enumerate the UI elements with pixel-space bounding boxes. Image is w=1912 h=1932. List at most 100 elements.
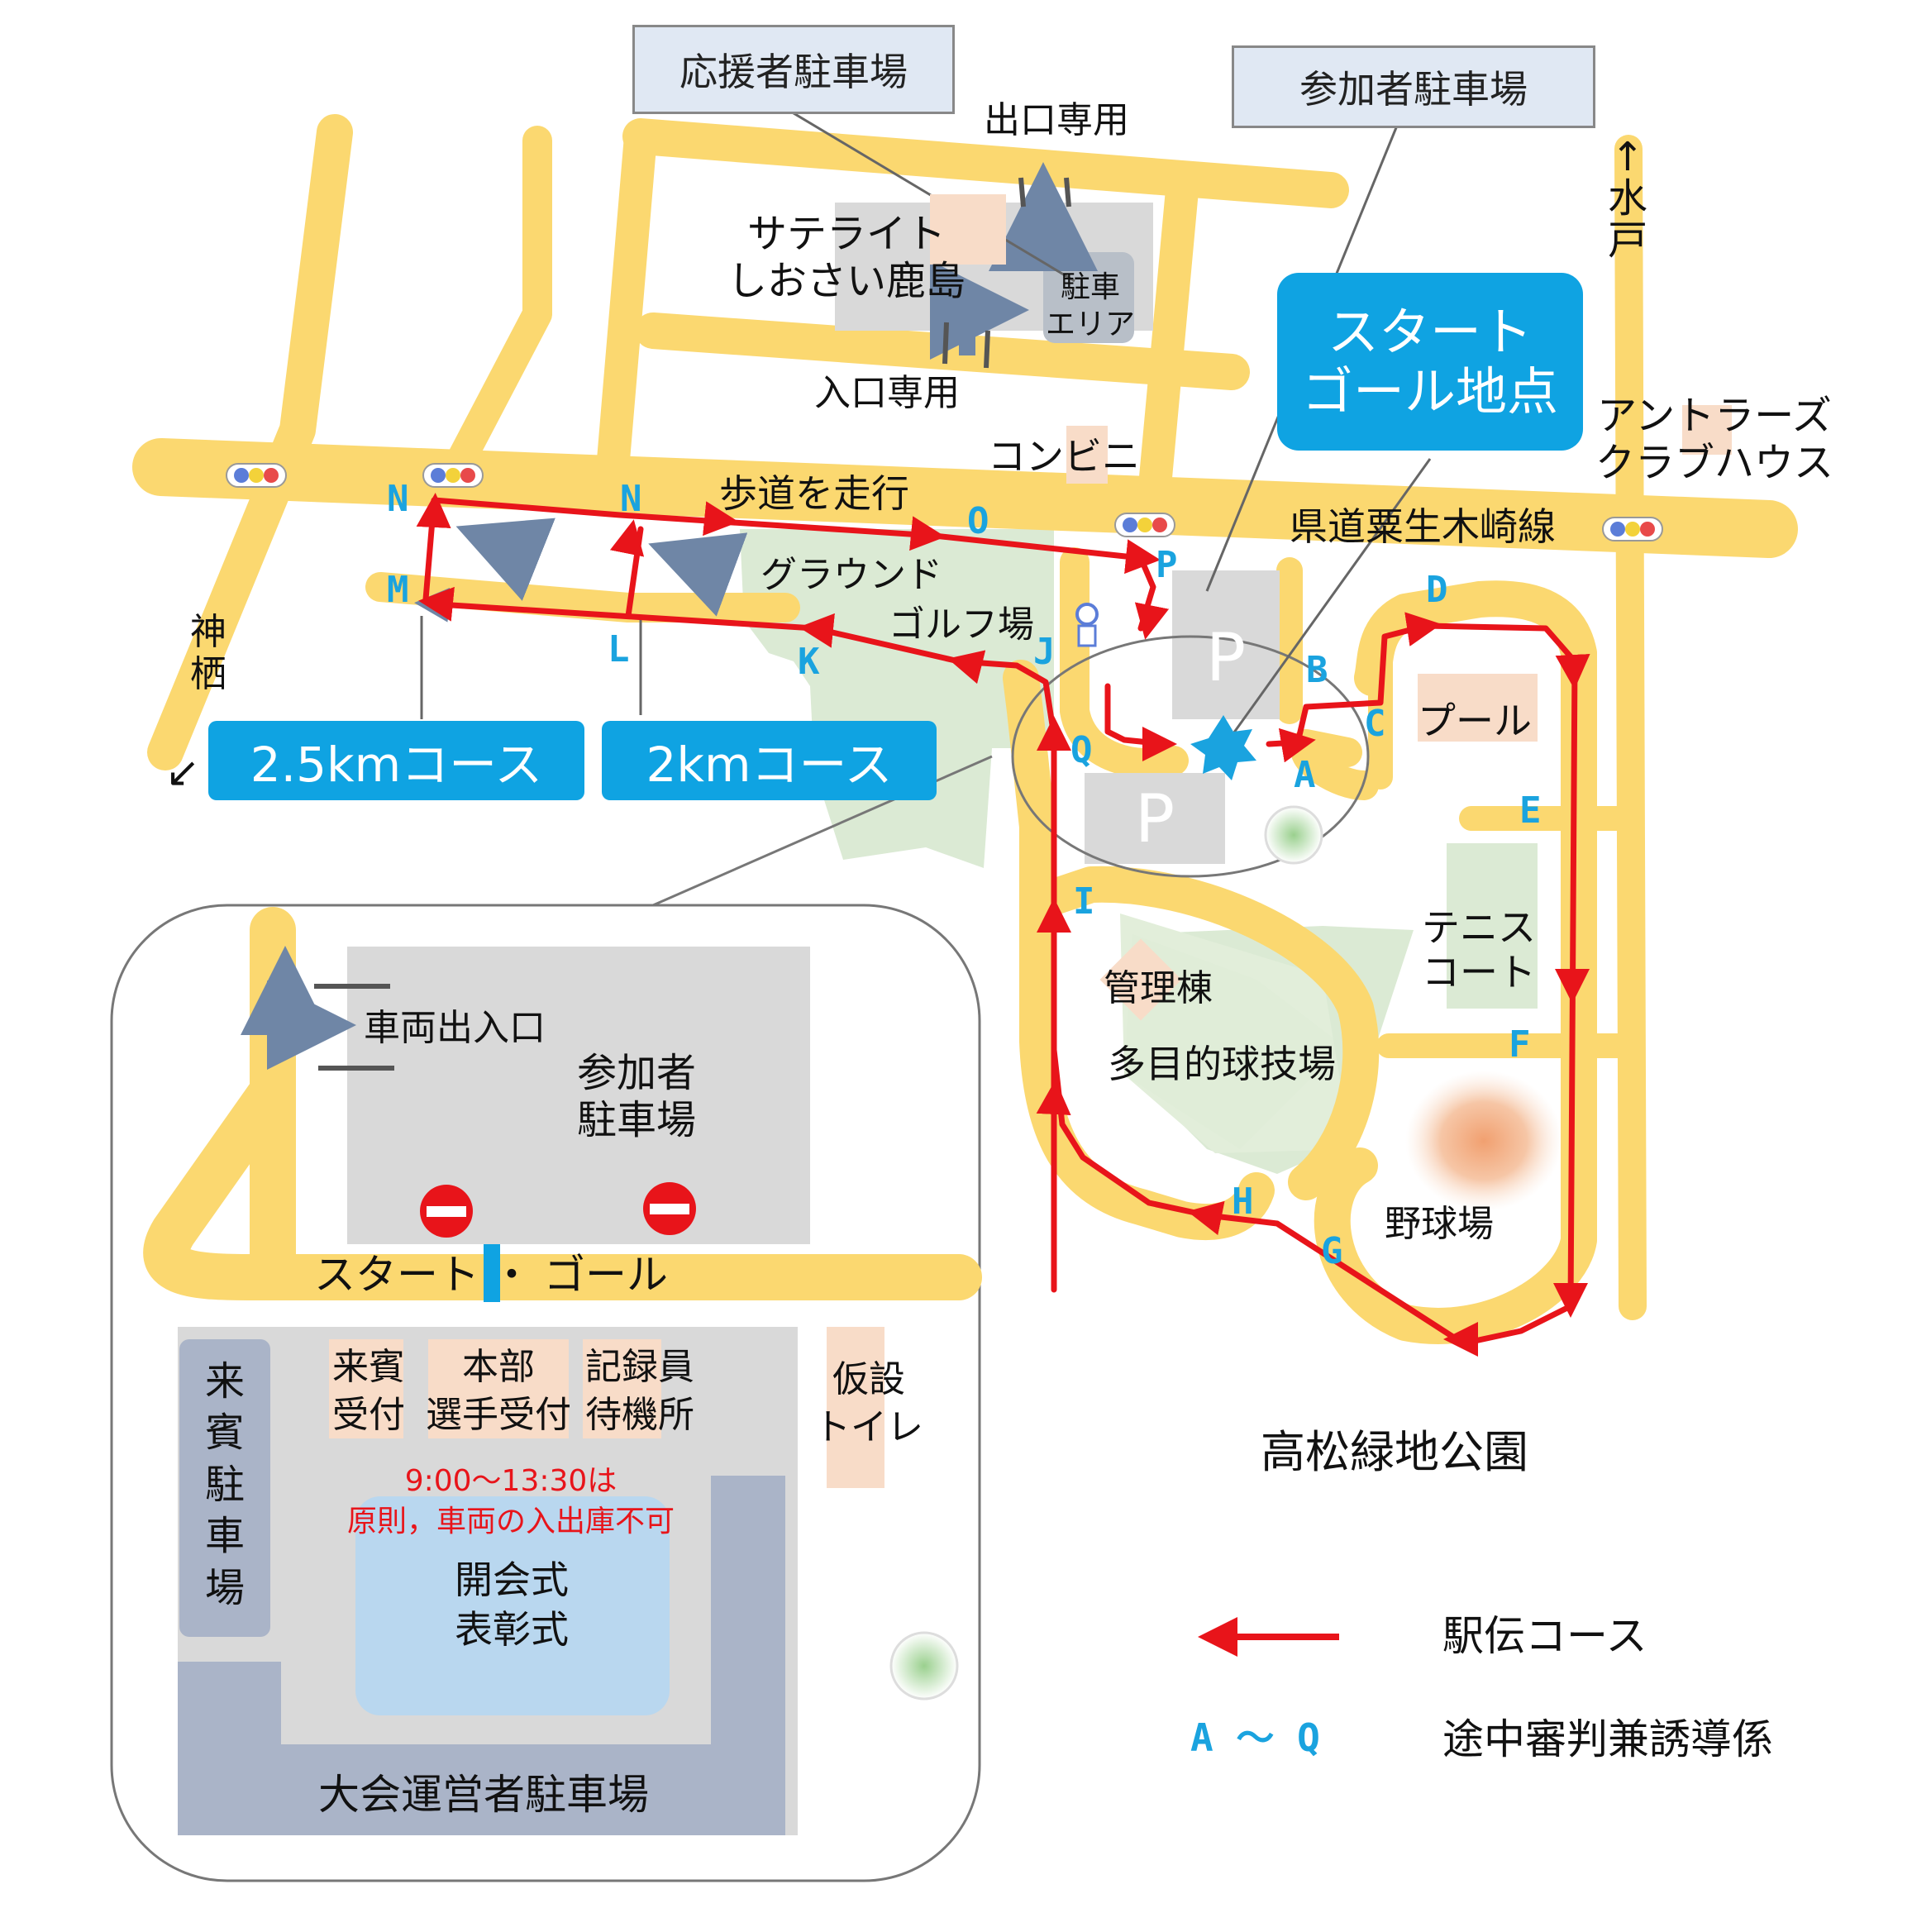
admin-label: 管理棟	[1104, 967, 1213, 1009]
baseball-mound	[1405, 1071, 1562, 1211]
checkpoint-l: L	[608, 628, 630, 670]
supporter-parking-box: 応援者駐車場	[632, 25, 955, 114]
inset-start-text: スタート	[314, 1251, 479, 1299]
course-25-button[interactable]: 2.5kmコース	[208, 721, 584, 800]
checkpoint-m: M	[387, 569, 409, 611]
hq-label: 本部 選手受付	[426, 1343, 571, 1439]
guest-parking-char-3: 駐	[205, 1461, 246, 1508]
legend-course-label: 駅伝コース	[1442, 1612, 1647, 1660]
checkpoint-b: B	[1306, 649, 1328, 691]
kamisu-arrow-icon: ↙	[165, 748, 200, 796]
inset-dot-text: ・	[491, 1251, 532, 1299]
satellite-line-1: サテライト	[747, 211, 946, 257]
turn-arrow-icons	[455, 518, 748, 617]
inset-participant-line-2: 駐車場	[577, 1096, 697, 1143]
checkpoint-a: A	[1294, 754, 1316, 796]
legend-marshal-label: 途中審判兼誘導係	[1442, 1715, 1773, 1763]
guest-reception-line-2: 受付	[332, 1394, 405, 1437]
golf-label: ゴルフ場	[889, 603, 1034, 646]
antlers-line-2: クラブハウス	[1595, 439, 1834, 486]
kamisu-char-1: 神	[190, 611, 226, 653]
access-arrows	[930, 162, 1098, 369]
goal-label: ゴール地点	[1301, 360, 1558, 422]
multipurpose-label: 多目的球技場	[1108, 1042, 1336, 1086]
guest-parking-char-4: 車	[205, 1513, 246, 1560]
vehicle-gate-label: 車両出入口	[364, 1007, 546, 1049]
checkpoint-c: C	[1364, 703, 1386, 745]
notice-label: 9:00〜13:30は 原則，車両の入出庫不可	[347, 1462, 675, 1542]
ceremony-line-2: 表彰式	[455, 1606, 569, 1652]
guest-parking-label: 来 賓 駐 車 場	[205, 1356, 245, 1614]
staff-parking-label: 大会運営者駐車場	[318, 1771, 649, 1819]
guest-parking-char-1: 来	[205, 1358, 246, 1405]
konbini-tile	[1066, 426, 1108, 484]
pool-label: プール	[1418, 699, 1532, 743]
baseball-label: 野球場	[1385, 1203, 1494, 1245]
satellite-label: サテライト しおさい鹿島	[727, 211, 966, 304]
checkpoint-e: E	[1519, 789, 1542, 832]
antlers-label: アントラーズ クラブハウス	[1595, 393, 1833, 486]
checkpoint-i: I	[1073, 880, 1095, 923]
tree-icon	[1264, 805, 1323, 865]
race-course-arrowheads	[416, 493, 1590, 1357]
toilet-line-2: トイレ	[814, 1406, 923, 1449]
checkpoint-h: H	[1232, 1181, 1254, 1223]
traffic-light-icons	[226, 463, 1663, 541]
exit-only-label: 出口専用	[984, 99, 1129, 141]
sidewalk-label: 歩道を走行	[719, 471, 909, 516]
hq-line-2: 選手受付	[426, 1394, 571, 1437]
park-title: 高松緑地公園	[1261, 1426, 1528, 1478]
checkpoint-g: G	[1321, 1230, 1343, 1272]
bus-stop-icon	[1075, 603, 1099, 647]
participant-parking-box: 参加者駐車場	[1232, 45, 1595, 128]
guest-reception-line-1: 来賓	[332, 1346, 405, 1388]
kamisu-char-2: 栖	[190, 652, 226, 695]
guest-parking-char-2: 賓	[205, 1410, 246, 1457]
tennis-label: テニス コート	[1422, 905, 1536, 995]
notice-line-2: 原則，車両の入出庫不可	[347, 1504, 675, 1538]
guest-reception-label: 来賓 受付	[332, 1343, 405, 1439]
mito-char-1: 水	[1608, 175, 1648, 222]
recorders-label: 記録員 待機所	[585, 1343, 694, 1439]
recorders-line-1: 記録員	[585, 1346, 694, 1388]
guest-parking-char-5: 場	[205, 1564, 246, 1611]
course-2-button[interactable]: 2kmコース	[602, 721, 937, 800]
checkpoint-n-east: N	[620, 478, 642, 520]
checkpoint-o: O	[967, 500, 989, 542]
mito-label: ↑ 水 戸	[1608, 134, 1648, 264]
satellite-line-2: しおさい鹿島	[727, 257, 966, 304]
inset-participant-line-1: 参加者	[577, 1050, 697, 1096]
pool-tile	[1418, 674, 1538, 742]
kamisu-label: 神 栖	[190, 611, 226, 695]
inset-start-goal-label: スタート・ゴール	[314, 1251, 668, 1300]
start-goal-star-icon	[1190, 715, 1256, 780]
start-goal-box[interactable]: スタート ゴール地点	[1277, 273, 1583, 451]
mito-char-2: 戸	[1608, 217, 1648, 264]
parking-p-north: P	[1205, 618, 1247, 696]
konbini-label: コンビニ	[988, 434, 1140, 479]
checkpoint-n-west: N	[387, 478, 409, 520]
legend-range-label: A 〜 Q	[1190, 1715, 1320, 1760]
entrance-only-label: 入口専用	[814, 372, 960, 414]
tennis-line-1: テニス	[1422, 905, 1536, 950]
inset-map	[143, 907, 982, 1835]
parking-area-line-1: 駐車	[1061, 270, 1121, 304]
inset-goal-text: ゴール	[544, 1251, 668, 1299]
checkpoint-q: Q	[1070, 729, 1093, 771]
checkpoint-p: P	[1156, 544, 1178, 586]
notice-line-1: 9:00〜13:30は	[404, 1464, 617, 1498]
tennis-line-2: コート	[1422, 950, 1536, 995]
ceremony-label: 開会式 表彰式	[455, 1556, 569, 1655]
satellite-tile	[930, 194, 1006, 265]
toilet-label: 仮設 トイレ	[814, 1356, 923, 1452]
ground-label: グラウンド	[761, 554, 942, 596]
mito-arrow-icon: ↑	[1610, 134, 1645, 180]
toilet-line-1: 仮設	[832, 1358, 905, 1400]
prefectural-road-label: 県道粟生木崎線	[1290, 504, 1556, 549]
start-label: スタート	[1327, 302, 1533, 363]
recorders-line-2: 待機所	[585, 1394, 694, 1437]
checkpoint-f: F	[1509, 1023, 1531, 1066]
checkpoint-j: J	[1033, 631, 1056, 673]
antlers-tile	[1682, 405, 1732, 455]
